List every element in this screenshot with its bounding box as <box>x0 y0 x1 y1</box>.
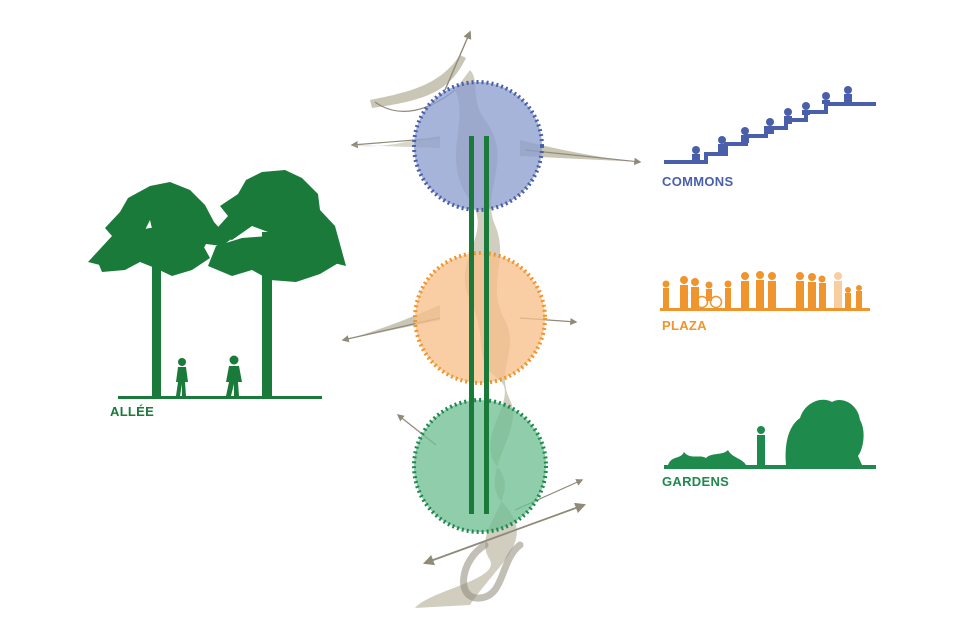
arrow-path <box>422 502 587 566</box>
central-axis <box>469 136 489 514</box>
arrow-path <box>444 30 472 91</box>
allee-ground-line <box>118 396 322 399</box>
commons-zone-circle <box>412 80 544 212</box>
plaza-label: PLAZA <box>662 318 707 333</box>
path-branch <box>370 55 466 108</box>
person-walking-icon <box>856 285 862 308</box>
garden-shrub-icon <box>664 399 876 469</box>
person-walking-icon <box>818 275 826 308</box>
person-walking-icon <box>724 280 732 308</box>
allee-illustration <box>88 170 346 399</box>
gardens-zone-circle <box>412 398 548 534</box>
pine-tree-icon <box>208 170 346 398</box>
path-branch <box>520 140 640 162</box>
pine-tree-icon <box>88 182 230 398</box>
person-walking-icon <box>176 358 188 396</box>
person-walking-icon <box>741 272 749 308</box>
commons-label: COMMONS <box>662 174 734 189</box>
zone-circles <box>412 80 548 534</box>
person-walking-icon <box>834 272 842 308</box>
person-walking-icon <box>662 280 670 308</box>
person-walking-icon <box>768 272 776 308</box>
plaza-zone-circle <box>413 251 547 385</box>
axis-bar-left <box>469 136 474 514</box>
stair-seating-icon <box>664 86 876 164</box>
person-walking-icon <box>226 355 242 396</box>
person-standing-icon <box>757 426 765 465</box>
crowd-walking-icon <box>660 271 870 311</box>
gardens-label: GARDENS <box>662 474 730 489</box>
person-walking-icon <box>691 278 699 308</box>
person-walking-icon <box>680 276 688 308</box>
person-walking-icon <box>796 272 804 308</box>
person-walking-icon <box>808 273 816 308</box>
bicycle-icon <box>695 281 723 309</box>
allee-label: ALLÉE <box>110 404 155 419</box>
person-walking-icon <box>845 287 851 308</box>
person-walking-icon <box>756 271 764 308</box>
arrow-path <box>524 149 642 165</box>
axis-bar-right <box>484 136 489 514</box>
